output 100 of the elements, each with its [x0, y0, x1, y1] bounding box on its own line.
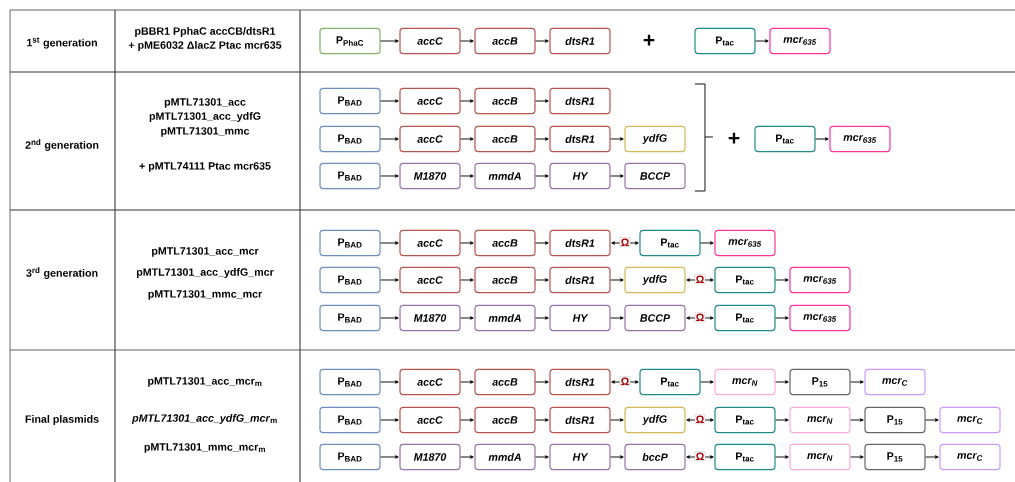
gene-box: mcr$_{635}$ — [769, 27, 831, 55]
arrow — [775, 455, 789, 459]
gene-box: BCCP — [624, 304, 686, 332]
gene-box: M1870 — [399, 443, 461, 471]
gene-box: mmdA — [474, 162, 536, 190]
gene-box: mcr$_{C}$ — [864, 368, 926, 396]
gene-box: mmdA — [474, 443, 536, 471]
gene-box: mcr$_{635}$ — [789, 304, 851, 332]
row-heading: 1$^{st}$ generation — [27, 37, 97, 49]
row-heading: 2$^{nd}$ generation — [25, 139, 99, 151]
gene-box: mcr$_{635}$ — [829, 125, 891, 153]
plus-sign: + — [643, 34, 655, 46]
arrow — [460, 174, 474, 178]
gene-box: M1870 — [399, 304, 461, 332]
gene-box: accB — [474, 229, 536, 257]
arrow — [686, 418, 714, 422]
gene-box: accB — [474, 125, 536, 153]
gene-box: accB — [474, 266, 536, 294]
arrow — [380, 455, 399, 459]
gene-box: mcr$_{635}$ — [714, 229, 776, 257]
gene-box: dtsR1 — [549, 27, 611, 55]
promoter-box: P$_{BAD}$ — [319, 406, 381, 434]
gene-box: accC — [399, 87, 461, 115]
promoter-box: P$_{tac}$ — [714, 266, 776, 294]
terminator-label: Ω — [694, 451, 706, 461]
gene-box: accB — [474, 27, 536, 55]
plasmid-name: pMTL71301_acc_ydfG — [149, 112, 261, 122]
arrow — [535, 39, 549, 43]
promoter-box: P$_{tac}$ — [639, 368, 701, 396]
arrow — [686, 455, 714, 459]
arrow — [610, 137, 624, 141]
promoter-box: P$_{BAD}$ — [319, 125, 381, 153]
arrow — [460, 316, 474, 320]
promoter-box: P$_{BAD}$ — [319, 87, 381, 115]
gene-box: dtsR1 — [549, 229, 611, 257]
gene-box: dtsR1 — [549, 406, 611, 434]
row-heading: Final plasmids — [25, 415, 99, 425]
arrow — [850, 455, 864, 459]
arrow — [925, 455, 939, 459]
plasmid-name: pMTL71301_acc_ydfG_mcr — [136, 268, 274, 278]
arrow — [460, 99, 474, 103]
arrow — [850, 380, 864, 384]
gene-box: accC — [399, 266, 461, 294]
arrow — [775, 278, 789, 282]
gene-box: mcr$_{N}$ — [789, 443, 851, 471]
arrow — [815, 137, 829, 141]
plasmid-name: pBBR1 PphaC accCB/dtsR1 — [135, 27, 276, 37]
gene-box: ydfG — [624, 125, 686, 153]
arrow — [380, 278, 399, 282]
arrow — [460, 380, 474, 384]
arrow — [380, 99, 399, 103]
arrow — [686, 316, 714, 320]
promoter-box: P$_{PhaC}$ — [319, 27, 381, 55]
plus-sign: + — [728, 132, 740, 144]
row-heading: 3$^{rd}$ generation — [26, 267, 98, 279]
arrow — [460, 418, 474, 422]
gene-box: accC — [399, 406, 461, 434]
plasmid-name: pMTL71301_acc_mcr$_{m}$ — [148, 377, 262, 387]
arrow — [380, 137, 399, 141]
gene-box: dtsR1 — [549, 125, 611, 153]
plasmid-name: pMTL71301_acc — [164, 98, 246, 108]
gene-box: dtsR1 — [549, 368, 611, 396]
promoter-box: P$_{15}$ — [789, 368, 851, 396]
gene-box: ydfG — [624, 406, 686, 434]
arrow — [610, 174, 624, 178]
arrow — [380, 418, 399, 422]
gene-box: M1870 — [399, 162, 461, 190]
arrow — [535, 241, 549, 245]
arrow — [380, 316, 399, 320]
promoter-box: P$_{tac}$ — [714, 443, 776, 471]
gene-box: dtsR1 — [549, 87, 611, 115]
terminator-label: Ω — [694, 274, 706, 284]
plasmid-name: pMTL71301_mmc_mcr — [148, 290, 263, 300]
arrow — [535, 316, 549, 320]
gene-box: mmdA — [474, 304, 536, 332]
arrow — [686, 278, 714, 282]
arrow — [380, 241, 399, 245]
gene-box: accB — [474, 368, 536, 396]
arrow — [850, 418, 864, 422]
arrow — [755, 39, 769, 43]
arrow — [460, 241, 474, 245]
arrow — [535, 455, 549, 459]
promoter-box: P$_{15}$ — [864, 406, 926, 434]
gene-box: mcr$_{C}$ — [939, 443, 1001, 471]
arrow — [380, 39, 399, 43]
terminator-label: Ω — [694, 312, 706, 322]
arrow — [535, 99, 549, 103]
gene-box: HY — [549, 443, 611, 471]
arrow — [775, 316, 789, 320]
gene-box: dtsR1 — [549, 266, 611, 294]
plasmid-name: pMTL71301_mmc — [161, 127, 250, 137]
arrow — [535, 174, 549, 178]
arrow — [610, 418, 624, 422]
gene-box: mcr$_{C}$ — [939, 406, 1001, 434]
gene-box: HY — [549, 162, 611, 190]
promoter-box: P$_{tac}$ — [639, 229, 701, 257]
promoter-box: P$_{BAD}$ — [319, 266, 381, 294]
promoter-box: P$_{tac}$ — [694, 27, 756, 55]
gene-box: BCCP — [624, 162, 686, 190]
promoter-box: P$_{tac}$ — [714, 406, 776, 434]
